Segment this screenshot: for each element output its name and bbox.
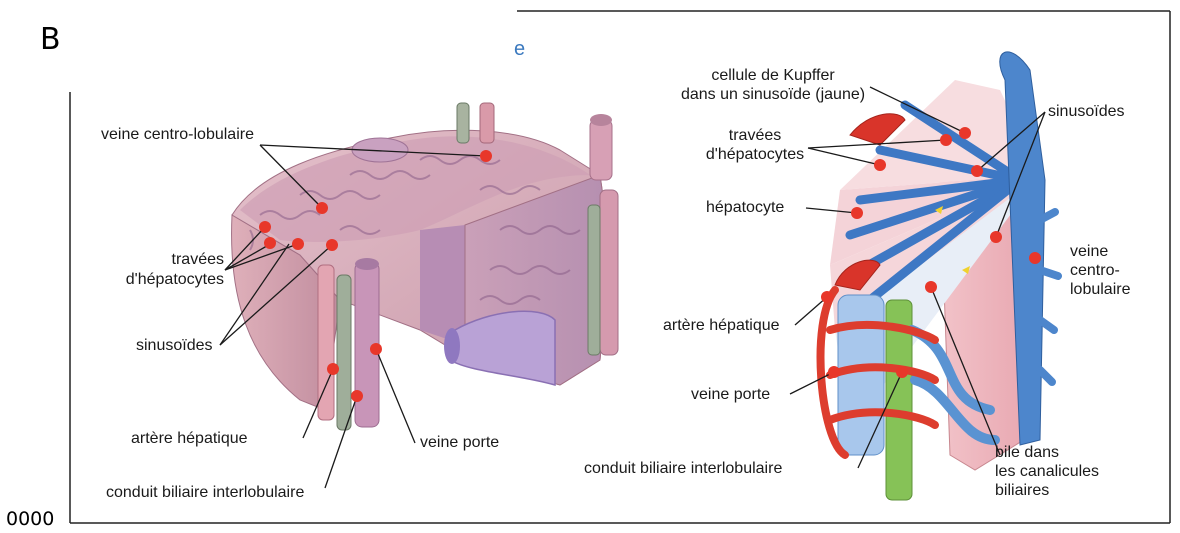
- label-bile-duct-right: conduit biliaire interlobulaire: [584, 459, 782, 478]
- marker: [821, 291, 833, 303]
- label-line: centro-: [1070, 261, 1130, 280]
- marker: [327, 363, 339, 375]
- marker: [351, 390, 363, 402]
- marker: [959, 127, 971, 139]
- marker: [292, 238, 304, 250]
- label-hepatic-artery: artère hépatique: [131, 429, 248, 448]
- label-portal-vein-right: veine porte: [691, 385, 770, 404]
- marker: [990, 231, 1002, 243]
- label-bile-duct: conduit biliaire interlobulaire: [106, 483, 304, 502]
- marker: [370, 343, 382, 355]
- label-central-vein-right: veine centro- lobulaire: [1070, 242, 1130, 299]
- label-line: travées: [705, 126, 805, 145]
- label-bile-canaliculi: bile dans les canalicules biliaires: [995, 443, 1099, 500]
- marker: [326, 239, 338, 251]
- label-line: lobulaire: [1070, 280, 1130, 299]
- marker: [259, 221, 271, 233]
- label-sinusoids-right: sinusoïdes: [1048, 102, 1125, 121]
- marker: [925, 281, 937, 293]
- label-hepatocyte-plates: travées: [136, 250, 224, 269]
- label-hepatic-artery-right: artère hépatique: [663, 316, 780, 335]
- marker: [316, 202, 328, 214]
- marker: [1029, 252, 1041, 264]
- label-kupffer-cell: cellule de Kupffer dans un sinusoïde (ja…: [663, 66, 883, 104]
- marker: [828, 366, 840, 378]
- label-hepatocyte-plates-line2: d'hépatocytes: [70, 270, 224, 289]
- marker: [971, 165, 983, 177]
- label-line: d'hépatocytes: [705, 145, 805, 164]
- marker: [851, 207, 863, 219]
- label-line: les canalicules: [995, 462, 1099, 481]
- label-line: biliaires: [995, 481, 1099, 500]
- marker: [264, 237, 276, 249]
- label-hepatocyte: hépatocyte: [706, 198, 784, 217]
- marker: [896, 366, 908, 378]
- label-line: veine: [1070, 242, 1130, 261]
- label-sinusoids: sinusoïdes: [136, 336, 213, 355]
- marker: [480, 150, 492, 162]
- marker: [940, 134, 952, 146]
- label-line: bile dans: [995, 443, 1099, 462]
- label-line: travées: [136, 250, 224, 269]
- label-plates-right: travées d'hépatocytes: [705, 126, 805, 164]
- label-line: cellule de Kupffer: [663, 66, 883, 85]
- label-central-vein: veine centro-lobulaire: [101, 125, 254, 144]
- label-portal-vein: veine porte: [420, 433, 499, 452]
- label-line: dans un sinusoïde (jaune): [663, 85, 883, 104]
- marker: [874, 159, 886, 171]
